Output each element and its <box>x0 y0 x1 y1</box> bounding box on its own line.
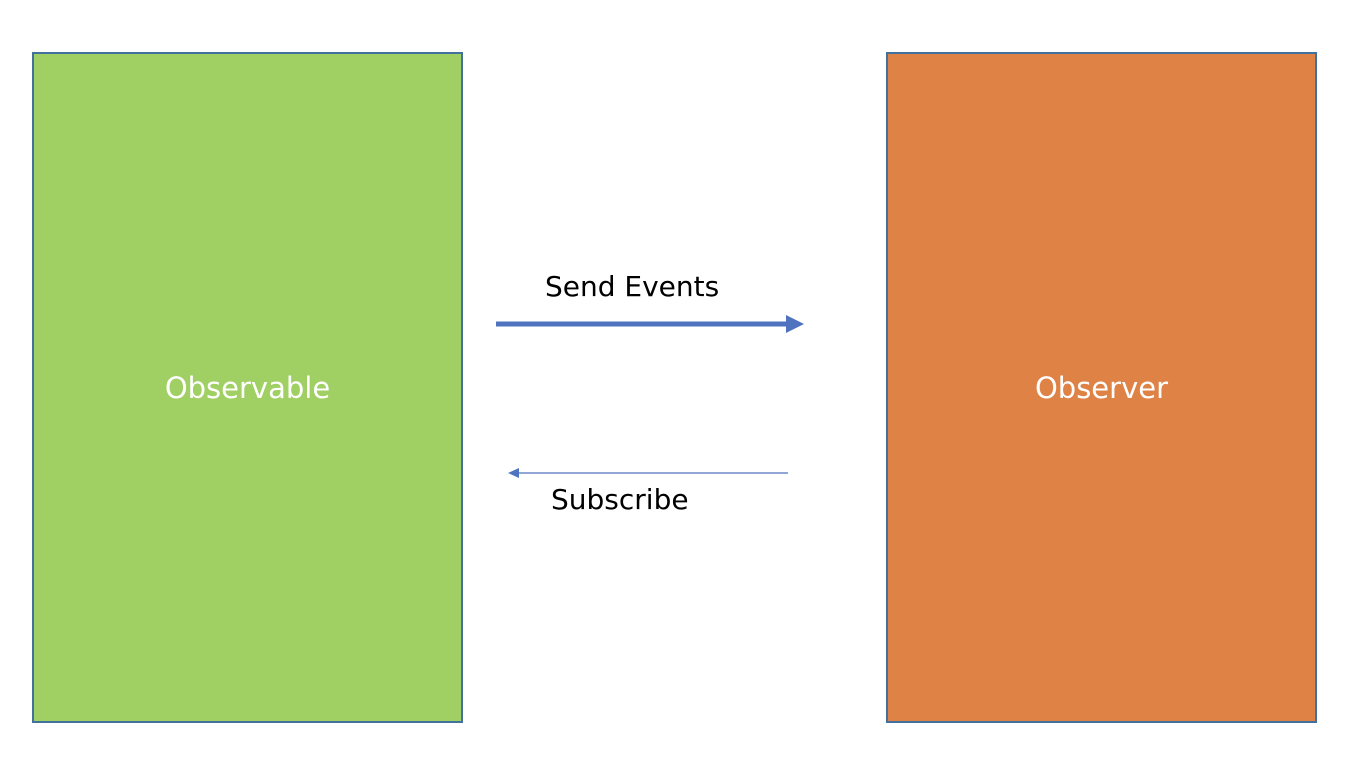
observable-node: Observable <box>32 52 463 723</box>
subscribe-label: Subscribe <box>551 483 689 516</box>
observable-label: Observable <box>164 370 331 405</box>
observer-label: Observer <box>1034 370 1169 405</box>
observer-node: Observer <box>886 52 1317 723</box>
subscribe-arrow <box>508 468 788 478</box>
send-events-arrow <box>496 315 804 333</box>
send-events-label: Send Events <box>545 270 720 303</box>
